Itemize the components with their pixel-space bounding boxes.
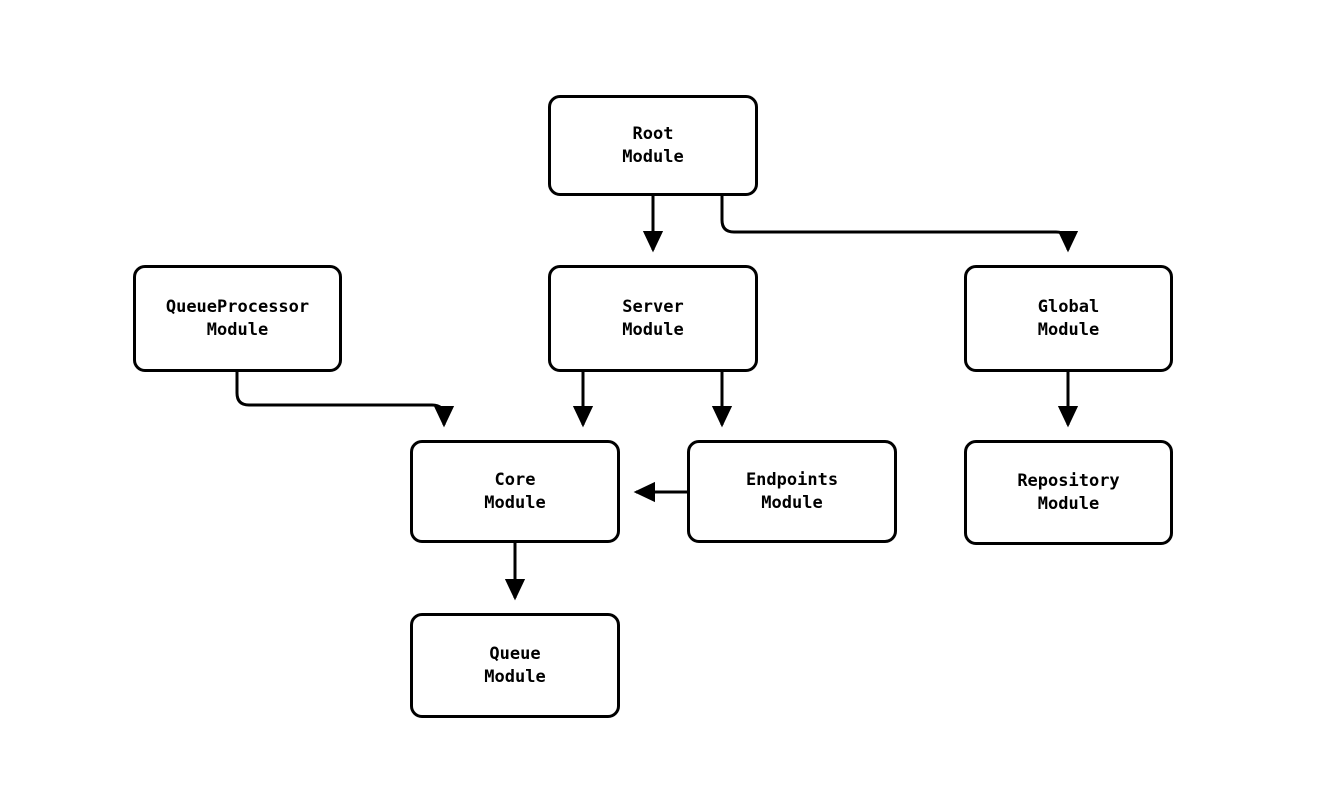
node-global-module-label: Global Module	[1037, 296, 1100, 340]
node-global-module[interactable]: Global Module	[964, 265, 1173, 372]
node-queue-module[interactable]: Queue Module	[410, 613, 620, 718]
node-core-module-label: Core Module	[484, 469, 546, 513]
node-endpoints-module[interactable]: Endpoints Module	[687, 440, 897, 543]
edge-root-to-global	[720, 196, 1079, 253]
edge-queueprocessor-to-core	[235, 372, 455, 428]
node-core-module[interactable]: Core Module	[410, 440, 620, 543]
node-root-module-label: Root Module	[622, 123, 684, 167]
node-server-module-label: Server Module	[622, 296, 684, 340]
node-repository-module[interactable]: Repository Module	[964, 440, 1173, 545]
node-queue-module-label: Queue Module	[484, 643, 546, 687]
node-server-module[interactable]: Server Module	[548, 265, 758, 372]
node-root-module[interactable]: Root Module	[548, 95, 758, 196]
node-queueprocessor-module[interactable]: QueueProcessor Module	[133, 265, 342, 372]
node-queueprocessor-module-label: QueueProcessor Module	[165, 296, 310, 340]
node-endpoints-module-label: Endpoints Module	[745, 469, 839, 513]
node-repository-module-label: Repository Module	[1017, 470, 1120, 514]
